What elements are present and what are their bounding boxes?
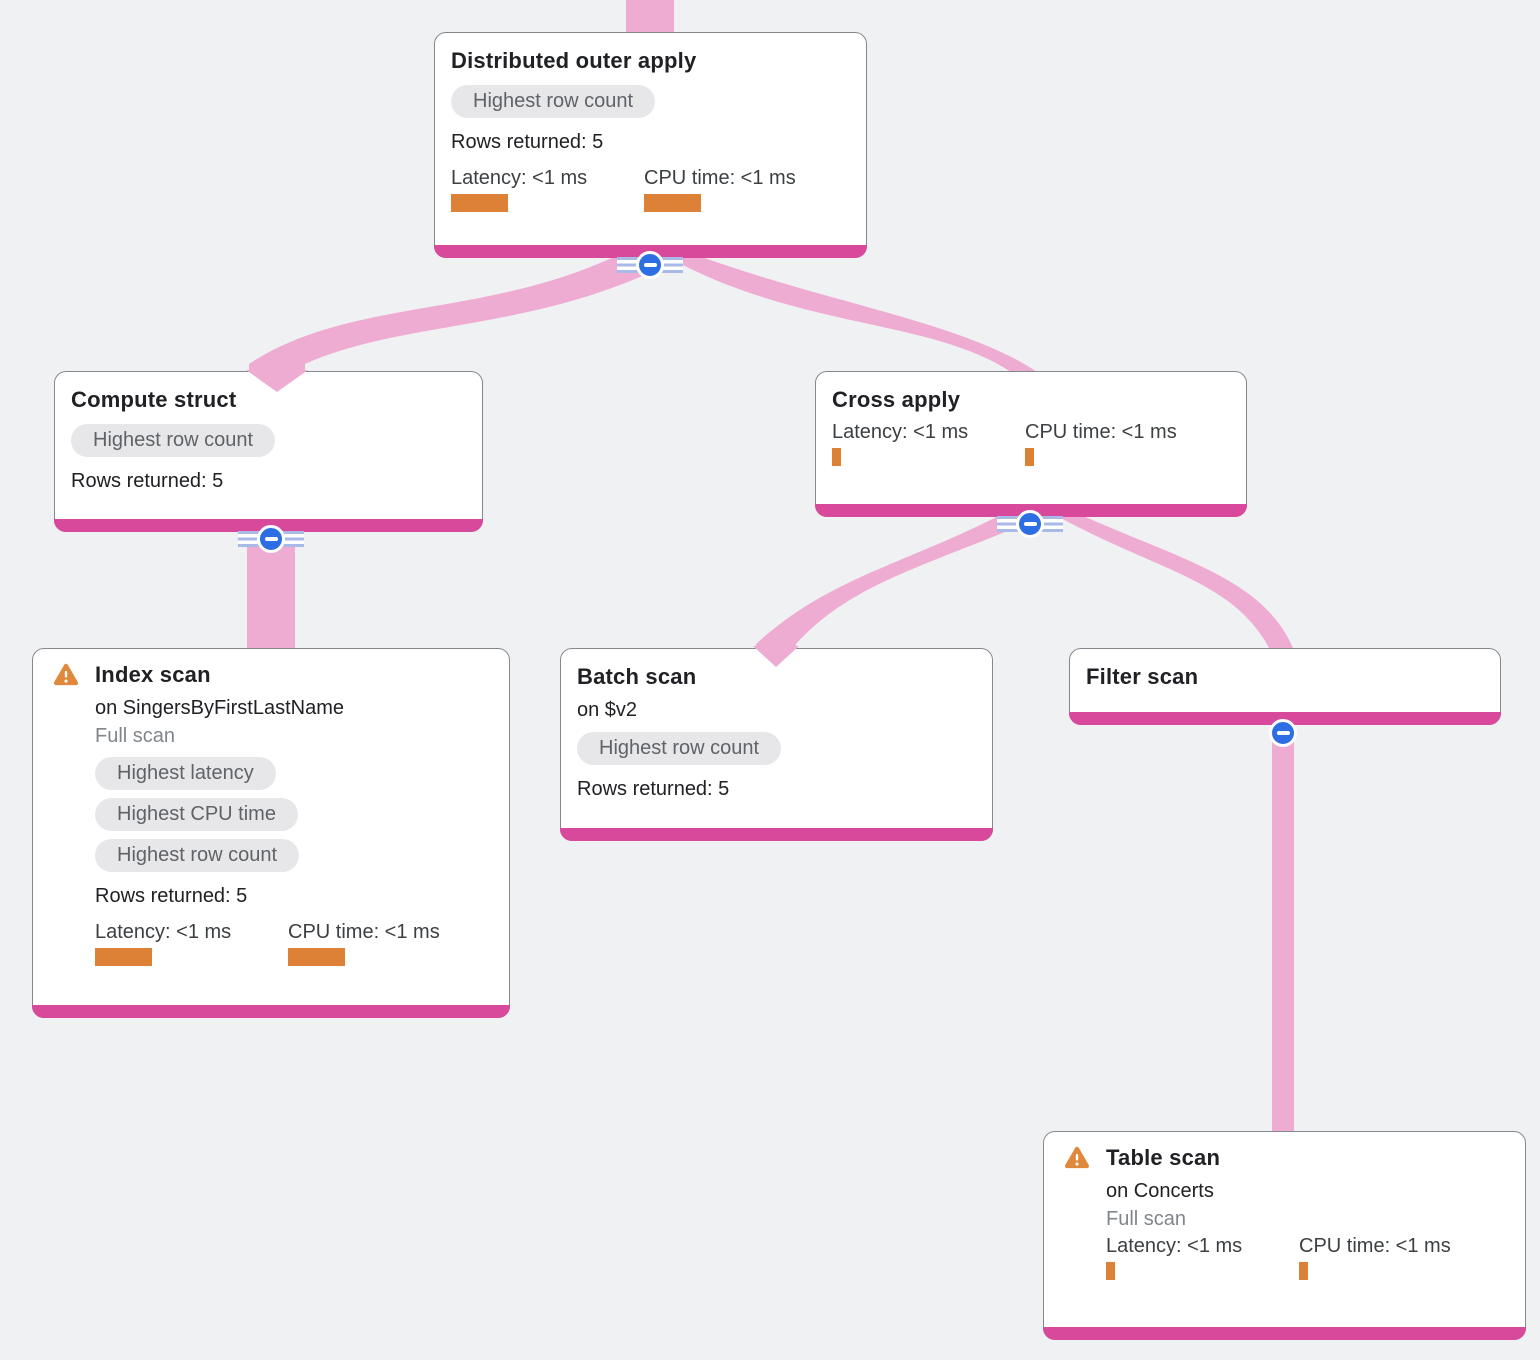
- edge-compute-struct-to-index-scan: [247, 528, 295, 652]
- rows-returned: Rows returned: 5: [577, 778, 730, 800]
- collapse-button-compute-struct[interactable]: [257, 525, 285, 553]
- badge-highest-row-count: Highest row count: [451, 85, 656, 118]
- latency-label: Latency: <1 ms: [1106, 1235, 1243, 1257]
- minus-icon: [1276, 731, 1290, 735]
- cpu-time-bar: [1025, 448, 1034, 466]
- minus-icon: [643, 263, 657, 267]
- node-title: Distributed outer apply: [451, 48, 697, 73]
- cpu-time-label: CPU time: <1 ms: [1025, 421, 1177, 443]
- badge-highest-row-count: Highest row count: [71, 424, 276, 457]
- node-title: Batch scan: [577, 664, 697, 689]
- badge-highest-cpu-time: Highest CPU time: [95, 798, 298, 831]
- latency-bar: [451, 194, 508, 212]
- collapse-button-filter-scan[interactable]: [1269, 719, 1297, 747]
- edge-cross-apply-to-filter-scan: [1050, 510, 1293, 652]
- node-cross-apply[interactable]: Cross apply Latency: <1 ms CPU time: <1 …: [815, 371, 1247, 517]
- node-title: Filter scan: [1086, 664, 1199, 689]
- warning-icon: [53, 663, 79, 687]
- node-title: Index scan: [95, 662, 211, 687]
- node-table-scan[interactable]: Table scan on Concerts Full scan Latency…: [1043, 1131, 1526, 1340]
- node-title: Table scan: [1106, 1145, 1221, 1170]
- badge-highest-row-count: Highest row count: [95, 839, 300, 872]
- cpu-time-bar: [288, 948, 345, 966]
- node-compute-struct[interactable]: Compute struct Highest row count Rows re…: [54, 371, 483, 532]
- latency-label: Latency: <1 ms: [832, 421, 969, 443]
- node-batch-scan[interactable]: Batch scan on $v2 Highest row count Rows…: [560, 648, 993, 841]
- minus-icon: [264, 537, 278, 541]
- collapse-button-distributed-outer-apply[interactable]: [636, 251, 664, 279]
- latency-label: Latency: <1 ms: [95, 921, 232, 943]
- edge-distributed-outer-apply-to-cross-apply: [666, 252, 1040, 374]
- edge-distributed-outer-apply-to-compute-struct: [249, 250, 668, 374]
- node-accent-bar: [32, 1005, 510, 1018]
- edge-filter-scan-to-table-scan: [1272, 722, 1294, 1134]
- node-accent-bar: [560, 828, 993, 841]
- latency-label: Latency: <1 ms: [451, 167, 588, 189]
- node-distributed-outer-apply[interactable]: Distributed outer apply Highest row coun…: [434, 32, 867, 258]
- cpu-time-label: CPU time: <1 ms: [1299, 1235, 1451, 1257]
- latency-bar: [1106, 1262, 1115, 1280]
- cpu-time-bar: [1299, 1262, 1308, 1280]
- scan-type: Full scan: [95, 725, 176, 747]
- node-title: Compute struct: [71, 387, 237, 412]
- node-index-scan[interactable]: Index scan on SingersByFirstLastName Ful…: [32, 648, 510, 1018]
- rows-returned: Rows returned: 5: [95, 885, 248, 907]
- rows-returned: Rows returned: 5: [71, 470, 224, 492]
- node-subtitle: on SingersByFirstLastName: [95, 697, 344, 719]
- node-title: Cross apply: [832, 387, 961, 412]
- scan-type: Full scan: [1106, 1208, 1187, 1230]
- minus-icon: [1023, 522, 1037, 526]
- collapse-button-cross-apply[interactable]: [1016, 510, 1044, 538]
- node-filter-scan[interactable]: Filter scan: [1069, 648, 1501, 725]
- node-subtitle: on $v2: [577, 699, 638, 721]
- cpu-time-bar: [644, 194, 701, 212]
- node-subtitle: on Concerts: [1106, 1180, 1214, 1202]
- warning-icon: [1064, 1146, 1090, 1170]
- rows-returned: Rows returned: 5: [451, 131, 604, 153]
- node-accent-bar: [1069, 712, 1501, 725]
- node-accent-bar: [1043, 1327, 1526, 1340]
- latency-bar: [832, 448, 841, 466]
- badge-highest-latency: Highest latency: [95, 757, 276, 790]
- cpu-time-label: CPU time: <1 ms: [644, 167, 796, 189]
- cpu-time-label: CPU time: <1 ms: [288, 921, 440, 943]
- badge-highest-row-count: Highest row count: [577, 732, 782, 765]
- latency-bar: [95, 948, 152, 966]
